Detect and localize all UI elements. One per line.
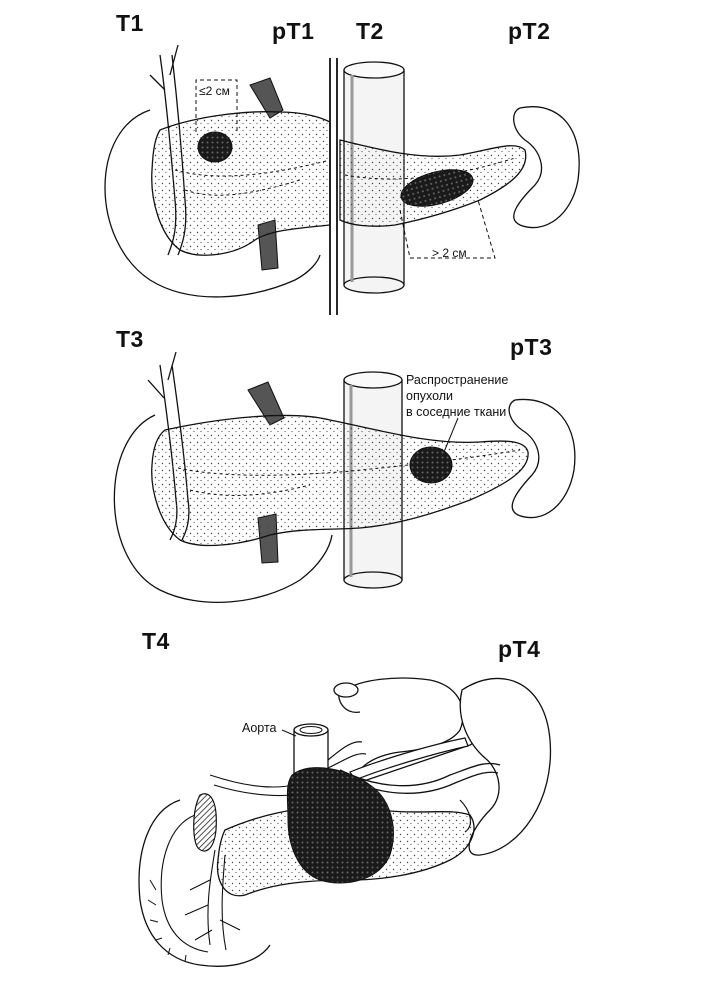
pancreas-mid bbox=[151, 414, 529, 547]
aorta-label-pointer bbox=[281, 729, 297, 737]
label-pt1: pT1 bbox=[272, 18, 315, 44]
bottom-panel bbox=[138, 677, 552, 967]
spleen-mid bbox=[508, 398, 576, 519]
gallbladder bbox=[193, 793, 217, 852]
label-t2: T2 bbox=[356, 18, 384, 44]
label-t4: T4 bbox=[142, 628, 170, 654]
celiac-trunk bbox=[327, 741, 367, 769]
duodenum-outline bbox=[104, 109, 321, 298]
esophagus bbox=[333, 682, 359, 698]
pancreatic-duct-mid-2 bbox=[189, 484, 311, 496]
tumor-large bbox=[400, 169, 474, 207]
label-pt2: pT2 bbox=[508, 18, 551, 44]
bile-duct-mid-branch bbox=[147, 351, 177, 399]
mesenteric-vessel-top bbox=[249, 77, 284, 119]
mesenteric-vessels bbox=[184, 849, 241, 951]
measure-large-label: > 2 см bbox=[432, 246, 467, 260]
label-t3: T3 bbox=[116, 326, 144, 352]
measure-small-label: ≤2 см bbox=[199, 84, 230, 98]
middle-panel bbox=[113, 351, 576, 603]
splenic-artery bbox=[339, 762, 501, 787]
duodenum-outline-mid bbox=[113, 414, 333, 603]
tumor-small bbox=[197, 131, 233, 163]
measure-box-small bbox=[195, 79, 238, 132]
tumor-t4 bbox=[286, 767, 394, 884]
hepatic-artery bbox=[209, 774, 295, 797]
duodenum-hatch bbox=[147, 879, 187, 963]
aorta-mid-bottom bbox=[343, 571, 403, 589]
label-t1: T1 bbox=[116, 10, 144, 36]
measure-box-large bbox=[399, 199, 496, 259]
annotation-line-1: Распространение bbox=[406, 373, 509, 387]
label-pt3: pT3 bbox=[510, 334, 553, 360]
pancreas-head bbox=[151, 111, 331, 256]
annotation-spread: Распространение опухоли в соседние ткани bbox=[406, 372, 508, 420]
aorta-top bbox=[343, 61, 405, 79]
duodenum-t4-inner bbox=[160, 814, 209, 953]
spleen-bottom bbox=[459, 677, 552, 856]
duodenum-t4 bbox=[138, 799, 271, 967]
pancreatic-duct-left-2 bbox=[184, 179, 301, 196]
label-pt4: pT4 bbox=[498, 636, 541, 662]
pancreatic-duct-left bbox=[174, 159, 331, 177]
annotation-line-2: опухоли bbox=[406, 389, 454, 403]
spleen bbox=[513, 106, 580, 229]
aorta-label: Аорта bbox=[242, 721, 277, 735]
tumor-t3 bbox=[409, 446, 453, 484]
bile-duct-branch bbox=[149, 44, 179, 91]
annotation-pointer bbox=[443, 417, 459, 453]
gastric-band bbox=[349, 737, 469, 781]
top-panel bbox=[104, 44, 580, 315]
aorta-bottom bbox=[343, 276, 405, 294]
annotation-line-3: в соседние ткани bbox=[406, 405, 507, 419]
aorta-mid-top bbox=[343, 371, 403, 389]
aorta-bottom-lumen bbox=[299, 726, 323, 734]
